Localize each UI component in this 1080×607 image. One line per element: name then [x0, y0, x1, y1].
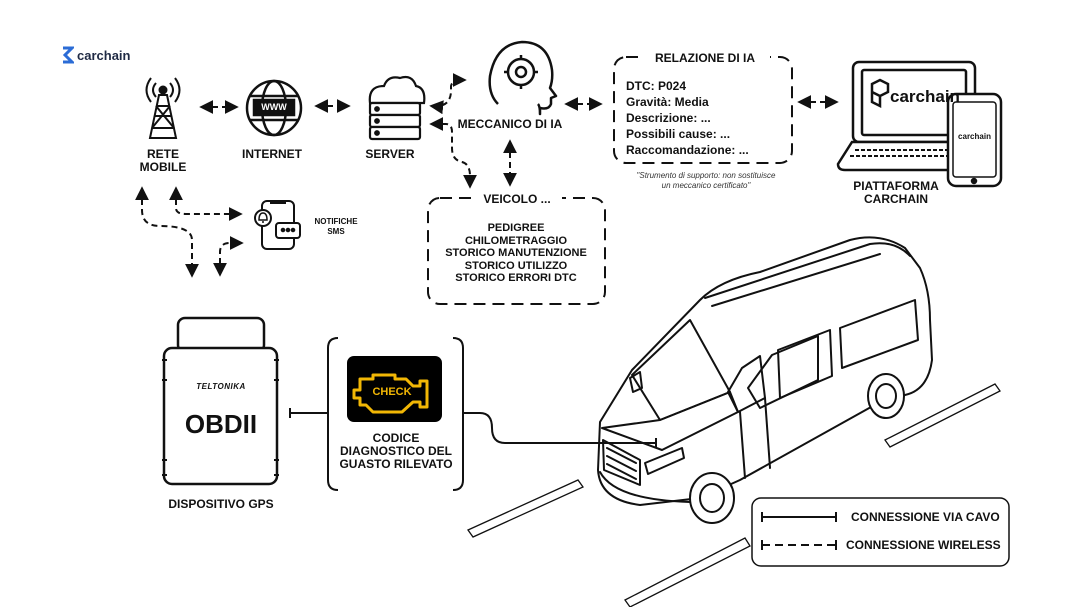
device-name: OBDII [184, 409, 258, 439]
ai-mechanic-head-icon [488, 40, 558, 116]
carchain-logo-icon [62, 46, 74, 64]
carchain-logo-text: carchain [77, 47, 131, 63]
wireless-connectors [135, 73, 839, 278]
vehicle-title: VEICOLO ... [472, 192, 562, 206]
report-lines: DTC: P024 Gravità: Media Descrizione: ..… [626, 78, 749, 158]
road-markings [467, 383, 1001, 607]
phone-icon [946, 92, 1003, 188]
report-line: Descrizione: ... [626, 111, 711, 125]
vehicle-line: CHILOMETRAGGIO [464, 234, 568, 247]
vehicle-line: PEDIGREE [487, 222, 545, 234]
vehicle-line: STORICO UTILIZZO [464, 259, 568, 272]
check-engine-icon [347, 356, 442, 422]
label-notifiche-sms: NOTIFICHE SMS [314, 217, 358, 236]
report-line: Raccomandazione: ... [626, 143, 749, 157]
sms-phone-icon [254, 200, 301, 250]
internet-globe-icon [245, 79, 303, 137]
report-line: Gravità: Media [626, 95, 709, 109]
device-brand: TELTONIKA [196, 382, 246, 391]
vehicle-line: STORICO ERRORI DTC [455, 272, 577, 284]
report-disclaimer: "Strumento di supporto: non sostituisce … [636, 171, 776, 190]
label-internet: INTERNET [242, 147, 302, 161]
report-title: RELAZIONE DI IA [640, 51, 770, 65]
carchain-logo: carchain [62, 46, 130, 64]
label-dispositivo-gps: DISPOSITIVO GPS [168, 497, 274, 511]
vehicle-lines: PEDIGREE CHILOMETRAGGIO STORICO MANUTENZ… [430, 222, 602, 285]
label-meccanico: MECCANICO DI IA [457, 117, 563, 131]
legend-wireless-label: CONNESSIONE WIRELESS [846, 538, 1001, 552]
van-illustration [597, 236, 933, 524]
check-text: CHECK [372, 386, 412, 398]
report-line: Possibili cause: ... [626, 127, 731, 141]
legend-cable-label: CONNESSIONE VIA CAVO [851, 510, 1000, 524]
obd-device-icon [162, 316, 279, 486]
phone-brand-text: carchain [958, 132, 991, 141]
label-server: SERVER [365, 147, 415, 161]
cable-connectors [289, 408, 657, 448]
legend-box [751, 497, 1010, 567]
server-icon [368, 75, 426, 141]
label-codice-diagnostico: CODICE DIAGNOSTICO DEL GUASTO RILEVATO [339, 431, 453, 471]
www-text: WWW [261, 102, 287, 112]
label-piattaforma: PIATTAFORMA CARCHAIN [853, 179, 939, 206]
label-rete-mobile: RETE MOBILE [139, 147, 187, 174]
cell-tower-icon [145, 77, 181, 139]
report-line: DTC: P024 [626, 79, 687, 93]
laptop-brand-text: carchain [890, 87, 960, 106]
vehicle-line: STORICO MANUTENZIONE [445, 247, 587, 259]
